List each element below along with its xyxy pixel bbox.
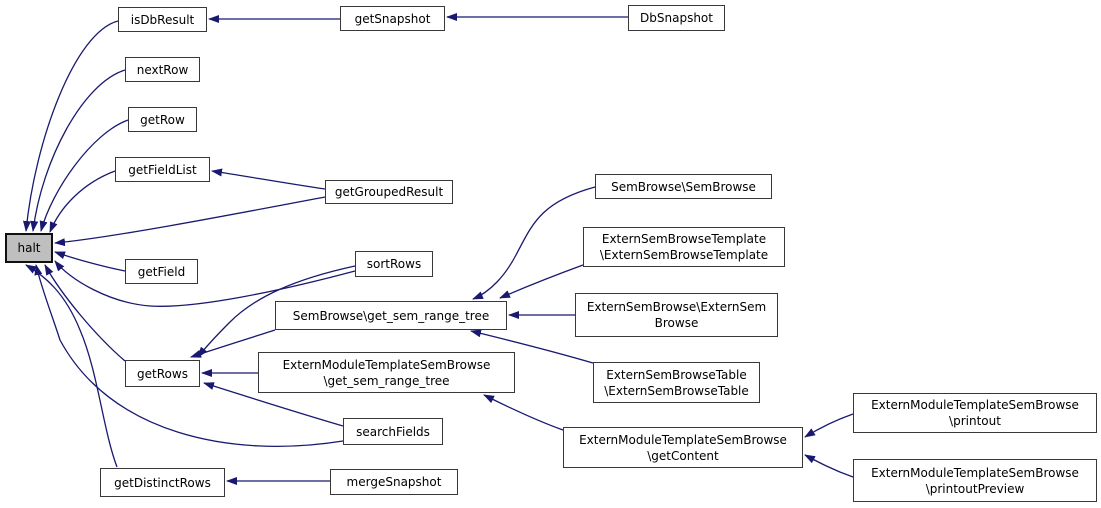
node-getSnapshot[interactable]: getSnapshot xyxy=(340,6,445,31)
node-esb_template[interactable]: ExternSemBrowseTemplate \ExternSemBrowseT… xyxy=(583,227,785,267)
edge-getRows-to-halt xyxy=(44,264,126,362)
node-emtsb_printout[interactable]: ExternModuleTemplateSemBrowse \printout xyxy=(853,393,1097,433)
edge-sortRows-to-getRows xyxy=(197,265,356,358)
edge-sem_get_sem_range_tree-to-getRows xyxy=(190,329,276,358)
node-label: \getContent xyxy=(647,448,719,463)
node-getFieldList[interactable]: getFieldList xyxy=(115,157,210,182)
node-label: ExternModuleTemplateSemBrowse xyxy=(871,398,1079,412)
node-label: \ExternSemBrowseTable xyxy=(604,383,749,398)
node-label: \printoutPreview xyxy=(925,481,1025,496)
node-label: nextRow xyxy=(136,62,189,77)
node-label: isDbResult xyxy=(130,12,195,27)
node-label: ExternModuleTemplateSemBrowse xyxy=(579,432,787,447)
edge-nextRow-to-halt xyxy=(30,69,126,232)
node-DbSnapshot[interactable]: DbSnapshot xyxy=(628,5,725,31)
node-label: searchFields xyxy=(356,424,430,439)
node-halt: halt xyxy=(5,233,53,263)
edge-sem_SemBrowse-to-sem_get_sem_range_tree xyxy=(472,186,596,300)
node-label: getRow xyxy=(140,112,185,127)
node-getField[interactable]: getField xyxy=(125,259,198,284)
edge-getDistinctRows-to-halt xyxy=(25,264,118,468)
node-label: \printout xyxy=(949,414,1001,428)
node-emtsb_get_sem_range_tree[interactable]: ExternModuleTemplateSemBrowse\get_sem_ra… xyxy=(258,352,515,393)
node-label: mergeSnapshot xyxy=(346,475,442,489)
node-emtsb_getContent[interactable]: ExternModuleTemplateSemBrowse\getContent xyxy=(563,427,803,468)
edge-getGroupedResult-to-halt xyxy=(54,196,326,247)
node-sem_get_sem_range_tree[interactable]: SemBrowse\get_sem_range_tree xyxy=(275,301,507,330)
node-isDbResult[interactable]: isDbResult xyxy=(118,7,207,32)
node-sem_SemBrowse[interactable]: SemBrowse\SemBrowse xyxy=(595,174,772,199)
node-label: ExternModuleTemplateSemBrowse xyxy=(871,465,1079,480)
node-label: SemBrowse\get_sem_range_tree xyxy=(292,308,490,323)
node-label: ExternSemBrowseTemplate xyxy=(601,232,767,246)
node-label: ExternModuleTemplateSemBrowse xyxy=(282,357,491,372)
node-label: getFieldList xyxy=(128,162,197,177)
node-label: ExternSemBrowse\ExternSem xyxy=(586,300,767,314)
node-getRow[interactable]: getRow xyxy=(128,107,197,132)
edge-getRow-to-halt xyxy=(39,119,129,232)
edge-sortRows-to-halt xyxy=(54,260,356,307)
edge-getFieldList-to-halt xyxy=(49,170,116,233)
node-label: \ExternSemBrowseTemplate xyxy=(599,248,769,262)
node-getDistinctRows[interactable]: getDistinctRows xyxy=(100,468,225,497)
edge-emtsb_printoutPreview-to-emtsb_getContent xyxy=(804,454,854,478)
node-label: getSnapshot xyxy=(354,11,431,26)
edge-getGroupedResult-to-getFieldList xyxy=(211,168,326,190)
node-label: Browse xyxy=(654,316,699,330)
node-label: getDistinctRows xyxy=(114,475,211,490)
node-mergeSnapshot[interactable]: mergeSnapshot xyxy=(330,469,458,495)
node-emtsb_printoutPreview[interactable]: ExternModuleTemplateSemBrowse\printoutPr… xyxy=(853,459,1097,502)
edge-searchFields-to-getRows xyxy=(203,382,344,427)
edge-getField-to-halt xyxy=(54,251,126,272)
edge-esb_table-to-sem_get_sem_range_tree xyxy=(470,329,594,364)
node-label: getGroupedResult xyxy=(334,185,444,199)
edge-isDbResult-to-halt xyxy=(23,20,119,232)
node-label: halt xyxy=(17,241,41,255)
node-label: ExternSemBrowseTable xyxy=(606,367,747,382)
node-label: DbSnapshot xyxy=(640,11,713,25)
node-label: SemBrowse\SemBrowse xyxy=(611,179,756,194)
edge-emtsb_getContent-to-emtsb_get_sem_range_tree xyxy=(483,394,564,431)
edge-esb_template-to-sem_get_sem_range_tree xyxy=(499,264,584,299)
edge-emtsb_printout-to-emtsb_getContent xyxy=(804,413,854,438)
node-label: getRows xyxy=(137,366,188,381)
edge-searchFields-to-halt xyxy=(34,264,344,447)
node-sortRows[interactable]: sortRows xyxy=(355,251,433,277)
node-label: getField xyxy=(137,264,186,279)
node-label: \get_sem_range_tree xyxy=(323,373,450,388)
node-nextRow[interactable]: nextRow xyxy=(125,57,200,82)
node-label: sortRows xyxy=(366,257,422,271)
node-esb_table[interactable]: ExternSemBrowseTable\ExternSemBrowseTabl… xyxy=(593,362,760,403)
node-getGroupedResult[interactable]: getGroupedResult xyxy=(325,180,453,204)
node-searchFields[interactable]: searchFields xyxy=(343,418,443,445)
node-getRows[interactable]: getRows xyxy=(125,360,200,387)
